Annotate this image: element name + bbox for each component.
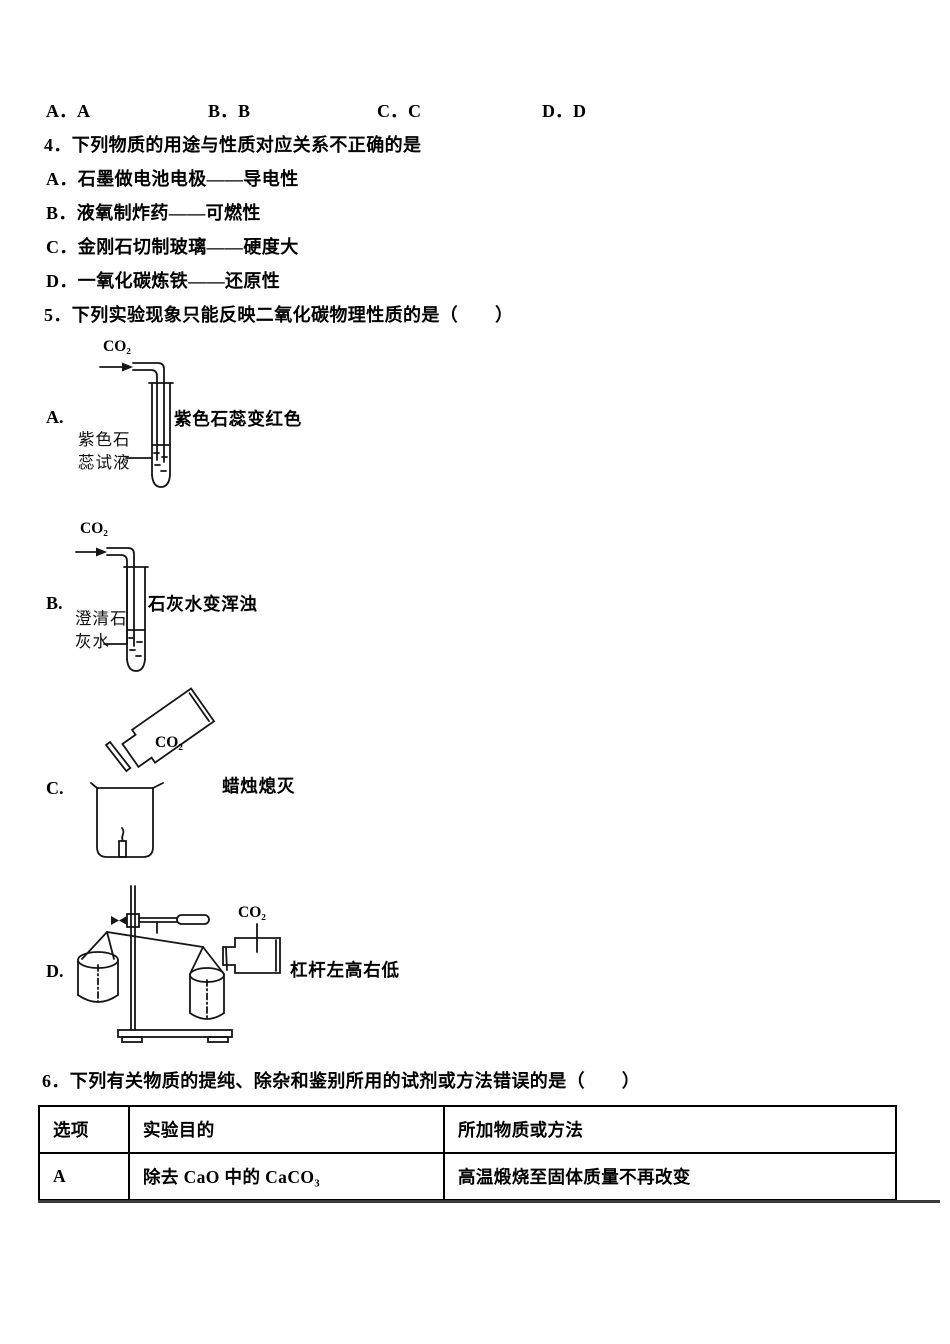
- q6-table-header-row: 选项 实验目的 所加物质或方法: [38, 1105, 897, 1154]
- liquid-in-tube: [151, 444, 171, 472]
- q4-option-b: B．液氧制炸药——可燃性: [46, 203, 261, 223]
- co2-bottle: [121, 687, 216, 769]
- q6-header-method: 所加物质或方法: [443, 1105, 897, 1154]
- question5-stem: 5．下列实验现象只能反映二氧化碳物理性质的是（ ）: [44, 305, 514, 325]
- q4-option-c: C．金刚石切制玻璃——硬度大: [46, 237, 299, 257]
- clamp: [111, 913, 210, 934]
- gas-flow-arrow: [99, 362, 133, 372]
- question6-stem: 6．下列有关物质的提纯、除杂和鉴别所用的试剂或方法错误的是（ ）: [42, 1071, 641, 1091]
- retort-stand: [117, 885, 233, 1043]
- q5-option-d-result: 杠杆左高右低: [290, 960, 400, 980]
- glass-cover-plate: [104, 740, 132, 773]
- test-tube: [148, 382, 174, 488]
- lever-beam: [106, 931, 204, 948]
- q5-option-d-label: D.: [46, 961, 64, 981]
- delivery-tube: [106, 547, 135, 647]
- litmus-reagent-label-line2: 蕊试液: [78, 453, 131, 472]
- q6-table-row-a: A 除去 CaO 中的 CaCO₃ 高温煅烧至固体质量不再改变: [38, 1152, 897, 1201]
- q6-table: 选项 实验目的 所加物质或方法 A 除去 CaO 中的 CaCO₃ 高温煅烧至固…: [38, 1105, 897, 1201]
- q5-option-b-label: B.: [46, 593, 63, 613]
- co2-gas-label-b: CO₂: [80, 520, 108, 537]
- q5-option-d-diagram: [77, 885, 281, 1043]
- beaker: [90, 782, 164, 858]
- q5-option-b-diagram: [75, 547, 149, 672]
- q6-row-a-purpose: 除去 CaO 中的 CaCO₃: [128, 1152, 445, 1201]
- gas-flow-arrow: [75, 547, 107, 557]
- answer-option-a: A．A: [46, 101, 90, 121]
- answer-option-c: C．C: [377, 101, 421, 121]
- delivery-tube: [132, 362, 165, 463]
- q5-option-c-result: 蜡烛熄灭: [222, 776, 296, 796]
- answer-option-d: D．D: [542, 101, 586, 121]
- q6-row-a-method: 高温煅烧至固体质量不再改变: [443, 1152, 897, 1201]
- co2-gas-label-d: CO₂: [238, 904, 266, 921]
- candle: [118, 827, 127, 858]
- q5-option-c-diagram: [90, 687, 216, 858]
- q4-option-a: A．石墨做电池电极——导电性: [46, 169, 299, 189]
- answer-option-b: B．B: [208, 101, 251, 121]
- q5-option-a-label: A.: [46, 407, 64, 427]
- q6-header-purpose: 实验目的: [128, 1105, 445, 1154]
- limewater-reagent-label-line2: 灰水: [75, 632, 110, 651]
- co2-gas-label-c: CO₂: [155, 734, 183, 751]
- q4-option-d: D．一氧化碳炼铁——还原性: [46, 271, 281, 291]
- right-cup: [189, 946, 225, 1020]
- pouring-gas-mark: [225, 947, 228, 971]
- limewater-reagent-label-line1: 澄清石: [75, 609, 128, 628]
- question4-stem: 4．下列物质的用途与性质对应关系不正确的是: [44, 135, 422, 155]
- co2-jar: [222, 937, 281, 974]
- q6-header-option: 选项: [38, 1105, 130, 1154]
- page-bottom-divider: [38, 1200, 940, 1203]
- q5-option-c-label: C.: [46, 778, 64, 798]
- q5-option-b-result: 石灰水变浑浊: [148, 594, 258, 614]
- q6-row-a-option: A: [38, 1152, 130, 1201]
- co2-gas-label-a: CO₂: [103, 338, 131, 355]
- litmus-reagent-label-line1: 紫色石: [78, 430, 131, 449]
- q5-option-a-result: 紫色石蕊变红色: [174, 409, 303, 429]
- left-cup: [77, 931, 119, 1003]
- q5-option-a-diagram: [99, 362, 174, 488]
- liquid-in-tube: [126, 629, 146, 657]
